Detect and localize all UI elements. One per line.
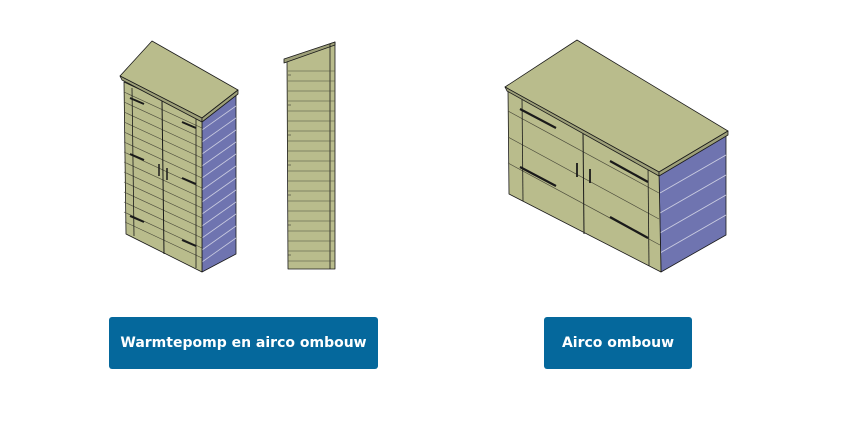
side-slats <box>201 105 237 263</box>
product-card-warmtepomp: Warmtepomp en airco ombouw <box>109 40 378 369</box>
warmtepomp-airco-button[interactable]: Warmtepomp en airco ombouw <box>109 317 378 369</box>
tall-cabinet-drawing[interactable] <box>118 40 248 275</box>
side-slats <box>659 154 727 254</box>
airco-ombouw-button[interactable]: Airco ombouw <box>544 317 692 369</box>
side-panel-drawing[interactable] <box>283 41 339 273</box>
low-cabinet-drawing[interactable] <box>504 39 729 276</box>
product-card-airco: Airco ombouw <box>487 0 854 426</box>
